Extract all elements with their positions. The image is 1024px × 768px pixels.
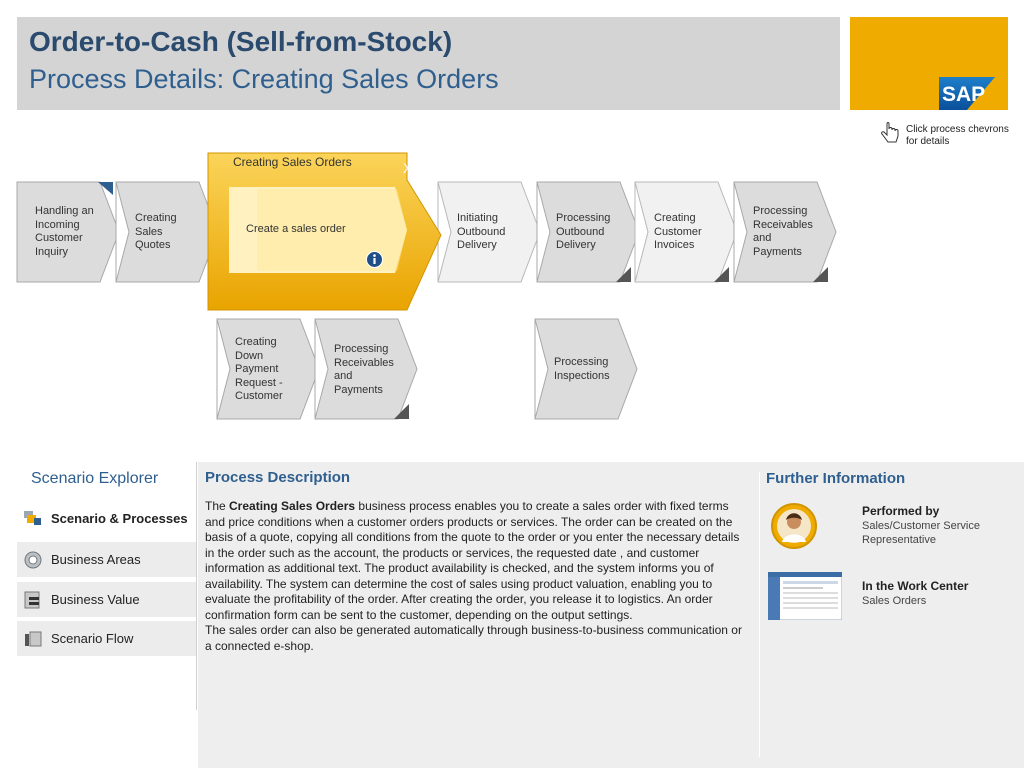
chevron-label: Creating Down Payment Request - Customer bbox=[235, 336, 283, 402]
popup-shape bbox=[207, 152, 442, 311]
work-center-thumbnail[interactable] bbox=[768, 572, 842, 620]
explorer-title: Scenario Explorer bbox=[31, 470, 159, 487]
page-title: Order-to-Cash (Sell-from-Stock) bbox=[29, 26, 453, 57]
chevron-customer-invoices[interactable]: Creating Customer Invoices bbox=[634, 181, 739, 283]
chevron-shape bbox=[16, 181, 120, 283]
chevron-inspections[interactable]: Processing Inspections bbox=[534, 318, 639, 420]
sap-logo: SAP bbox=[939, 77, 995, 110]
hint-text: Click process chevrons for details bbox=[906, 124, 1009, 147]
hand-pointer-icon bbox=[881, 122, 899, 143]
performed-by-value: Sales/Customer Service Representative bbox=[862, 520, 980, 546]
chevron-sub-receivables[interactable]: Processing Receivables and Payments bbox=[314, 318, 419, 420]
scenario-explorer: Scenario Explorer Scenario & Processes B… bbox=[17, 462, 196, 768]
chevron-label: Creating Sales Quotes bbox=[135, 212, 177, 251]
nav-label: Business Value bbox=[51, 592, 140, 607]
description-lead: The bbox=[205, 499, 230, 513]
chevron-shape bbox=[536, 181, 640, 283]
description-body-2: The sales order can also be generated au… bbox=[205, 623, 742, 653]
description-body: business process enables you to create a… bbox=[205, 499, 740, 622]
person-avatar-icon bbox=[771, 503, 817, 549]
header-banner: Order-to-Cash (Sell-from-Stock) Process … bbox=[17, 17, 840, 110]
chevron-handling-inquiry[interactable]: Handling an Incoming Customer Inquiry bbox=[16, 181, 121, 283]
chevron-processing-delivery[interactable]: Processing Outbound Delivery bbox=[536, 181, 641, 283]
nav-business-value[interactable]: Business Value bbox=[17, 581, 196, 617]
divider bbox=[196, 462, 197, 710]
process-description-text: The Creating Sales Orders business proce… bbox=[205, 499, 745, 654]
nav-scenario-processes[interactable]: Scenario & Processes bbox=[17, 500, 196, 536]
chevron-shape bbox=[115, 181, 219, 283]
chevron-initiating-delivery[interactable]: Initiating Outbound Delivery bbox=[437, 181, 542, 283]
coins-icon bbox=[24, 591, 40, 609]
chevron-shape bbox=[437, 181, 541, 283]
page-subtitle: Process Details: Creating Sales Orders bbox=[29, 64, 499, 94]
chevron-label: Processing Outbound Delivery bbox=[556, 212, 611, 251]
chevron-shape bbox=[534, 318, 638, 420]
chevron-label: Processing Receivables and Payments bbox=[753, 205, 813, 258]
flow-icon bbox=[25, 631, 42, 647]
chevron-shape bbox=[314, 318, 418, 420]
divider bbox=[759, 472, 760, 757]
process-description-panel: Process Description The Creating Sales O… bbox=[198, 462, 1024, 768]
sap-logo-panel: SAP bbox=[850, 17, 1008, 110]
chevron-creating-quotes[interactable]: Creating Sales Quotes bbox=[115, 181, 220, 283]
nav-label: Business Areas bbox=[51, 552, 141, 567]
chevron-label: Processing Inspections bbox=[554, 356, 610, 382]
work-center-value: Sales Orders bbox=[862, 595, 927, 607]
description-bold: Creating Sales Orders bbox=[229, 499, 356, 513]
gear-icon bbox=[24, 551, 42, 569]
chevron-receivables-payments[interactable]: Processing Receivables and Payments bbox=[733, 181, 838, 283]
further-information-title: Further Information bbox=[766, 470, 906, 487]
chevron-down-payment[interactable]: Creating Down Payment Request - Customer bbox=[216, 318, 321, 420]
chevron-shape bbox=[733, 181, 837, 283]
selected-process-popup[interactable]: Creating Sales Orders X Create a sales o… bbox=[207, 152, 442, 312]
nav-scenario-flow[interactable]: Scenario Flow bbox=[17, 620, 196, 656]
process-description-title: Process Description bbox=[205, 469, 351, 486]
chevron-shape bbox=[634, 181, 738, 283]
nav-label: Scenario & Processes bbox=[51, 511, 188, 526]
chevron-label: Creating Customer Invoices bbox=[654, 212, 702, 251]
nav-business-areas[interactable]: Business Areas bbox=[17, 541, 196, 577]
process-step-link[interactable]: Create a sales order bbox=[246, 223, 346, 235]
popup-title: Creating Sales Orders bbox=[233, 155, 352, 169]
performed-by-label: Performed by bbox=[862, 504, 940, 518]
sap-logo-text: SAP bbox=[942, 83, 985, 106]
work-center-label: In the Work Center bbox=[862, 579, 969, 593]
nav-label: Scenario Flow bbox=[51, 631, 134, 646]
chevron-label: Initiating Outbound Delivery bbox=[457, 212, 506, 251]
chevron-label: Processing Receivables and Payments bbox=[334, 343, 394, 396]
chevron-shape bbox=[216, 318, 320, 420]
info-icon[interactable] bbox=[366, 251, 383, 268]
chevron-label: Handling an Incoming Customer Inquiry bbox=[35, 205, 94, 258]
close-icon[interactable]: X bbox=[403, 160, 413, 176]
processes-icon bbox=[24, 511, 41, 525]
